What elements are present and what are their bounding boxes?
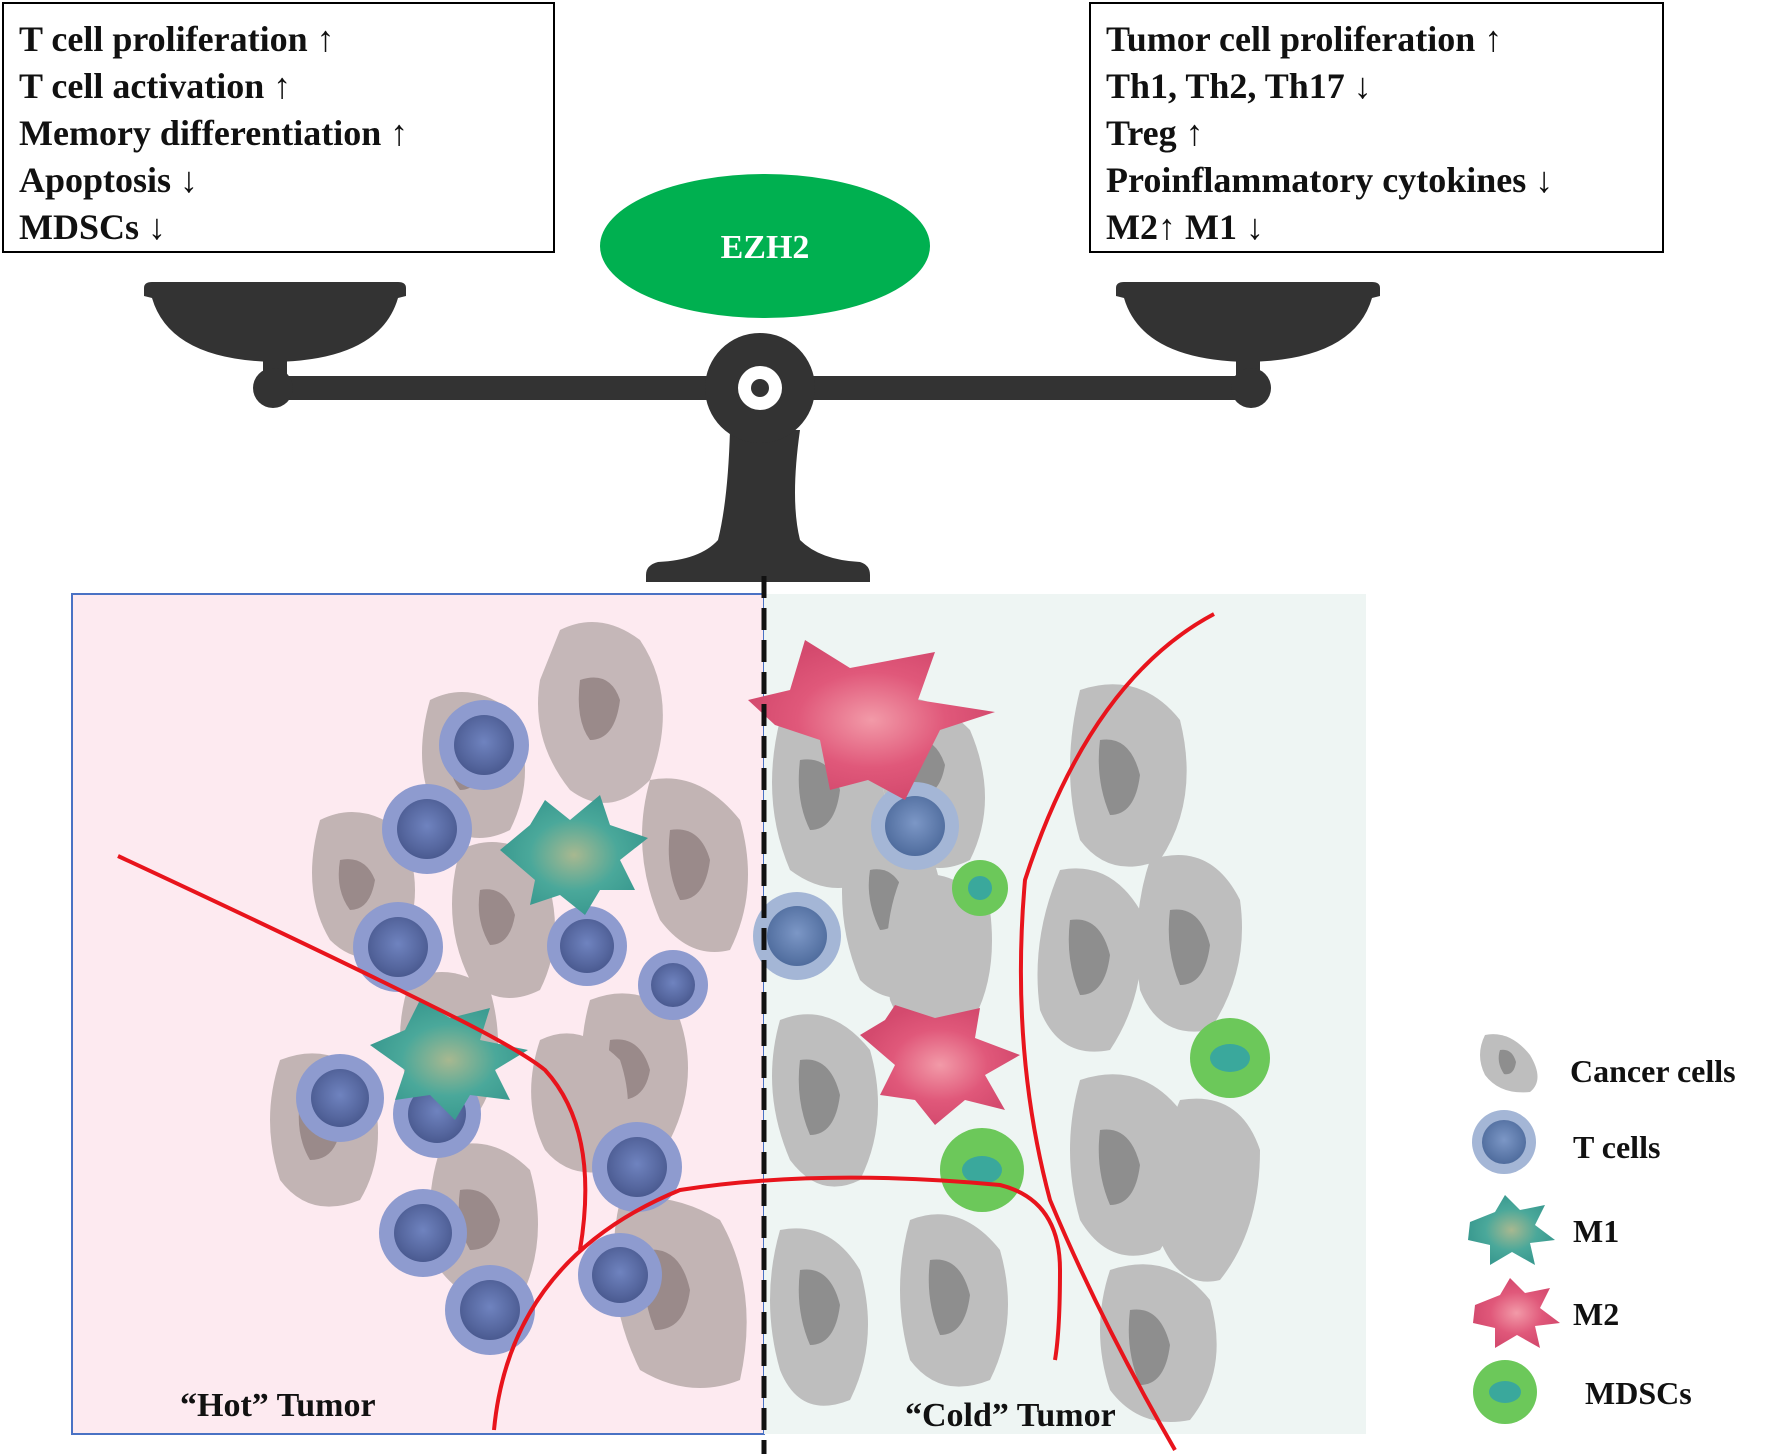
legend-label: MDSCs	[1585, 1375, 1692, 1411]
right-effect-line: Tumor cell proliferation ↑	[1106, 19, 1503, 59]
cold-immune-cells	[748, 640, 1270, 1212]
mdsc-cell	[1190, 1018, 1270, 1098]
hot-m1-macrophages	[370, 795, 648, 1120]
hot-tumor-label: “Hot” Tumor	[180, 1387, 376, 1424]
t-cell	[592, 1122, 682, 1212]
right-effect-line: Th1, Th2, Th17 ↓	[1106, 66, 1372, 106]
left-effect-line: T cell proliferation ↑	[19, 19, 335, 59]
legend-item-m1: M1	[1468, 1195, 1619, 1265]
cancer-cell	[886, 874, 992, 1042]
left-effect-line: MDSCs ↓	[19, 207, 167, 247]
cold-tumor-label: “Cold” Tumor	[905, 1397, 1116, 1434]
left-effect-line: Apoptosis ↓	[19, 160, 199, 200]
left-effect-line: Memory differentiation ↑	[19, 113, 409, 153]
m2-macrophage-icon	[1473, 1278, 1560, 1348]
legend-item-m2: M2	[1473, 1278, 1619, 1348]
t-cell	[439, 700, 529, 790]
legend-label: T cells	[1573, 1129, 1660, 1165]
balance-scale: EZH2	[144, 174, 1380, 582]
m2-macrophage	[860, 1005, 1020, 1125]
legend-item-cancer-cells: Cancer cells	[1480, 1034, 1736, 1093]
right-effect-line: Treg ↑	[1106, 113, 1204, 153]
t-cell	[382, 784, 472, 874]
ezh2-ellipse	[600, 174, 930, 318]
m1-macrophage	[500, 795, 648, 915]
t-cell	[296, 1054, 384, 1142]
right-effect-line: Proinflammatory cytokines ↓	[1106, 160, 1554, 200]
t-cell	[547, 906, 627, 986]
legend-label: M1	[1573, 1213, 1619, 1249]
right-effect-line: M2↑ M1 ↓	[1106, 207, 1264, 247]
m2-macrophage	[748, 640, 995, 800]
left-effects-box: T cell proliferation ↑ T cell activation…	[2, 2, 555, 253]
scale-stand	[646, 430, 870, 582]
left-effect-line: T cell activation ↑	[19, 66, 292, 106]
mdsc-cell	[940, 1128, 1024, 1212]
mdsc-cell	[952, 860, 1008, 916]
ezh2-label: EZH2	[721, 229, 810, 266]
right-effects-box: Tumor cell proliferation ↑ Th1, Th2, Th1…	[1089, 2, 1664, 253]
t-cell	[871, 782, 959, 870]
m1-macrophage	[370, 1000, 528, 1120]
t-cell	[638, 950, 708, 1020]
legend-item-mdscs: MDSCs	[1473, 1360, 1692, 1424]
t-cell	[353, 902, 443, 992]
cold-cancer-cells	[770, 684, 1260, 1422]
legend-label: Cancer cells	[1570, 1053, 1736, 1089]
legend-label: M2	[1573, 1296, 1619, 1332]
t-cell	[578, 1233, 662, 1317]
right-pan	[1116, 282, 1380, 362]
t-cell	[445, 1265, 535, 1355]
t-cell	[379, 1189, 467, 1277]
legend-item-t-cells: T cells	[1472, 1110, 1660, 1174]
cancer-cell	[1157, 1098, 1260, 1282]
hot-t-cells	[296, 700, 708, 1355]
tumor-boundaries	[117, 612, 1215, 1451]
t-cell	[753, 892, 841, 980]
m1-macrophage-icon	[1468, 1195, 1555, 1265]
legend: Cancer cells T cells M1 M2 MDSCs	[1468, 1034, 1736, 1424]
left-pan	[144, 282, 406, 362]
